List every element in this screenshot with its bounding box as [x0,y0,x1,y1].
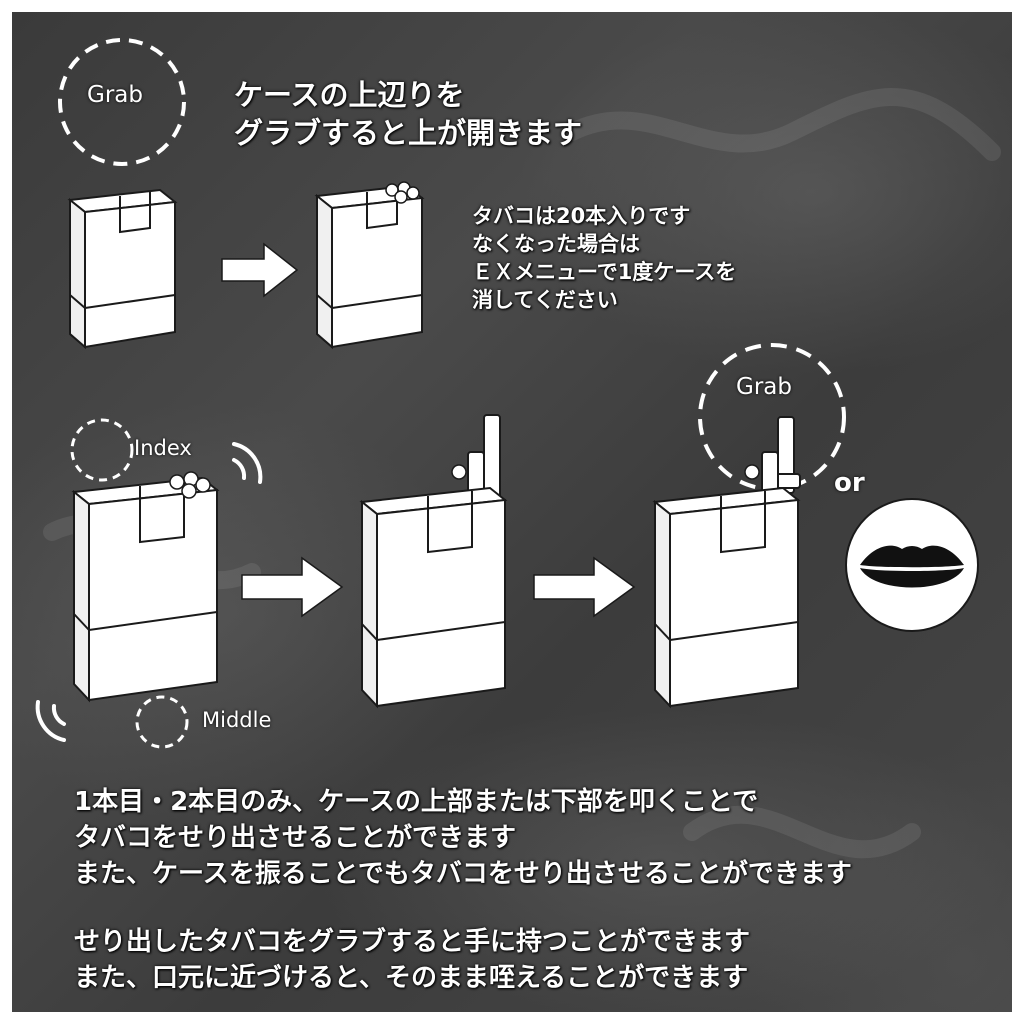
illustration-canvas [35,38,1001,859]
arrow-right-icon [221,242,299,298]
heading-line: ケースの上辺りを [234,78,465,112]
heading-line: グラブすると上が開きます [234,116,583,150]
instruction-panel: Grab Grab Index Middle or ケースの上辺りを グラブする… [12,12,1012,1012]
note-line: なくなった場合は [472,232,640,256]
note-line: ＥＸメニューで1度ケースを [472,260,737,284]
body-line: また、ケースを振ることでもタバコをせり出させることができます [74,859,852,889]
tap-wave-icon [35,700,66,742]
body-line: せり出したタバコをグラブすると手に持つことができます [74,927,751,957]
body-line: また、口元に近づけると、そのまま咥えることができます [74,963,749,993]
middle-circle-icon [135,695,189,749]
cigarette-pack-icon [71,471,220,703]
body-line: 1本目・2本目のみ、ケースの上部または下部を叩くことで [74,787,759,817]
cigarette-pack-icon [314,181,425,350]
grab-label: Grab [736,374,792,400]
note-line: 消してください [472,288,618,312]
middle-label: Middle [202,708,272,732]
index-circle-icon [70,418,134,482]
index-label: Index [134,436,192,460]
arrow-right-icon [241,556,344,618]
cigarette-pack-icon [67,188,178,350]
cigarette-pack-icon [652,416,801,709]
or-label: or [834,468,865,498]
tap-wave-icon [232,442,263,484]
arrow-right-icon [533,556,636,618]
note-line: タバコは20本入りです [472,204,691,228]
grab-circle-icon [58,38,186,166]
grab-label: Grab [87,82,143,108]
body-line: タバコをせり出させることができます [74,823,517,853]
lips-icon [845,498,979,632]
cigarette-pack-icon [359,414,508,709]
